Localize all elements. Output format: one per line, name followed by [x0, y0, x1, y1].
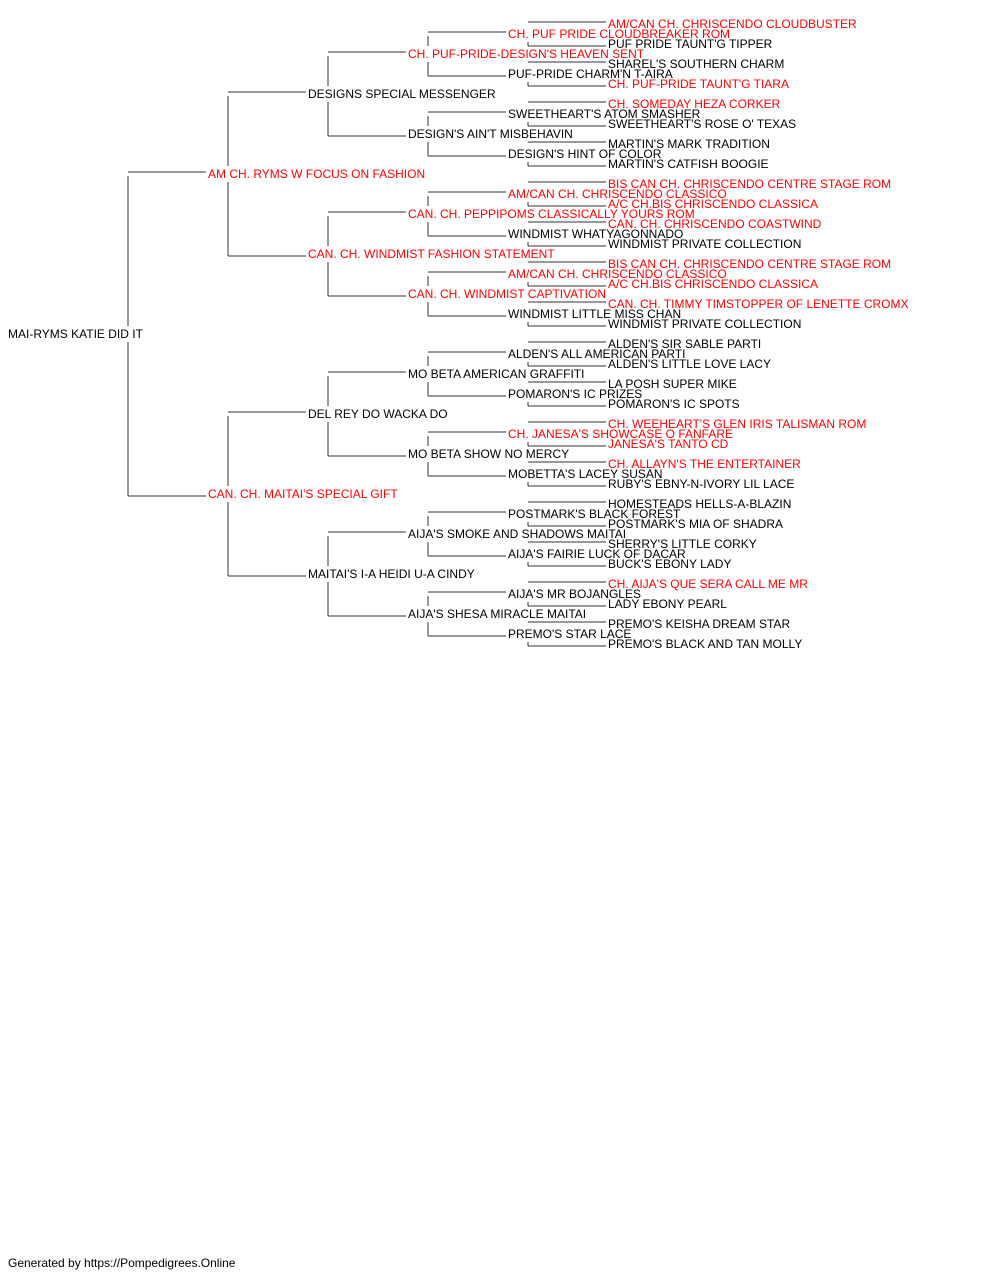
ancestor-name: AM CH. RYMS W FOCUS ON FASHION [208, 167, 425, 181]
ancestor-name: DESIGN'S AIN'T MISBEHAVIN [408, 127, 573, 141]
ancestor-name: DESIGN'S HINT OF COLOR [508, 147, 662, 161]
ancestor-name: WINDMIST PRIVATE COLLECTION [608, 317, 801, 331]
ancestor-name: JANESA'S TANTO CD [608, 437, 729, 451]
footer-credit: Generated by https://Pompedigrees.Online [8, 1256, 236, 1270]
ancestor-name: CH. PUF-PRIDE TAUNT'G TIARA [608, 77, 789, 91]
ancestor-name: POSTMARK'S MIA OF SHADRA [608, 517, 783, 531]
ancestor-name: DEL REY DO WACKA DO [308, 407, 448, 421]
ancestor-name: BIS CAN CH. CHRISCENDO CENTRE STAGE ROM [608, 257, 891, 271]
ancestor-name: ALDEN'S LITTLE LOVE LACY [608, 357, 771, 371]
ancestor-name: CAN. CH. MAITAI'S SPECIAL GIFT [208, 487, 398, 501]
ancestor-name: CH. JANESA'S SHOWCASE O FANFARE [508, 427, 733, 441]
ancestor-name: PREMO'S STAR LACE [508, 627, 631, 641]
ancestor-name: CAN. CH. CHRISCENDO COASTWIND [608, 217, 822, 231]
ancestor-name: AM/CAN CH. CHRISCENDO CLASSICO [508, 267, 727, 281]
ancestor-name: PREMO'S KEISHA DREAM STAR [608, 617, 790, 631]
ancestor-name: AM/CAN CH. CHRISCENDO CLASSICO [508, 187, 727, 201]
ancestor-name: ALDEN'S ALL AMERICAN PARTI [508, 347, 685, 361]
ancestor-name: CH. PUF-PRIDE-DESIGN'S HEAVEN SENT [408, 47, 645, 61]
ancestor-name: LADY EBONY PEARL [608, 597, 727, 611]
ancestor-name: A/C CH.BIS CHRISCENDO CLASSICA [608, 197, 818, 211]
ancestor-name: SWEETHEART'S ROSE O' TEXAS [608, 117, 796, 131]
ancestor-name: CAN. CH. PEPPIPOMS CLASSICALLY YOURS ROM [408, 207, 695, 221]
ancestor-name: CH. PUF PRIDE CLOUDBREAKER ROM [508, 27, 730, 41]
ancestor-name: A/C CH.BIS CHRISCENDO CLASSICA [608, 277, 818, 291]
ancestor-name: HOMESTEADS HELLS-A-BLAZIN [608, 497, 791, 511]
ancestor-name: PUF PRIDE TAUNT'G TIPPER [608, 37, 773, 51]
ancestor-name: CH. WEEHEART'S GLEN IRIS TALISMAN ROM [608, 417, 866, 431]
ancestor-name: SHAREL'S SOUTHERN CHARM [608, 57, 784, 71]
ancestor-name: WINDMIST PRIVATE COLLECTION [608, 237, 801, 251]
ancestor-name: CAN. CH. WINDMIST FASHION STATEMENT [308, 247, 555, 261]
ancestor-name: AIJA'S SHESA MIRACLE MAITAI [408, 607, 586, 621]
ancestor-name: MO BETA AMERICAN GRAFFITI [408, 367, 584, 381]
ancestor-name: POMARON'S IC SPOTS [608, 397, 740, 411]
ancestor-name: PREMO'S BLACK AND TAN MOLLY [608, 637, 802, 651]
ancestor-name: DESIGNS SPECIAL MESSENGER [308, 87, 496, 101]
ancestor-name: CH. SOMEDAY HEZA CORKER [608, 97, 781, 111]
ancestor-name: CH. AIJA'S QUE SERA CALL ME MR [608, 577, 808, 591]
ancestor-name: AIJA'S FAIRIE LUCK OF DACAR [508, 547, 686, 561]
ancestor-name: PUF-PRIDE CHARM'N T-AIRA [508, 67, 673, 81]
ancestor-name: MARTIN'S MARK TRADITION [608, 137, 770, 151]
ancestor-name: POMARON'S IC PRIZES [508, 387, 642, 401]
ancestor-name: CH. ALLAYN'S THE ENTERTAINER [608, 457, 801, 471]
ancestor-name: SWEETHEART'S ATOM SMASHER [508, 107, 701, 121]
ancestor-name: ALDEN'S SIR SABLE PARTI [608, 337, 761, 351]
ancestor-name: BIS CAN CH. CHRISCENDO CENTRE STAGE ROM [608, 177, 891, 191]
ancestor-name: POSTMARK'S BLACK FOREST [508, 507, 681, 521]
ancestor-name: SHERRY'S LITTLE CORKY [608, 537, 757, 551]
ancestor-name: MAITAI'S I-A HEIDI U-A CINDY [308, 567, 475, 581]
ancestor-name: RUBY'S EBNY-N-IVORY LIL LACE [608, 477, 794, 491]
ancestor-name: LA POSH SUPER MIKE [608, 377, 737, 391]
subject-name: MAI-RYMS KATIE DID IT [8, 327, 144, 341]
ancestor-name: BUCK'S EBONY LADY [608, 557, 731, 571]
ancestor-name: CAN. CH. WINDMIST CAPTIVATION [408, 287, 606, 301]
ancestor-name: MOBETTA'S LACEY SUSAN [508, 467, 663, 481]
ancestor-name: AM/CAN CH. CHRISCENDO CLOUDBUSTER [608, 17, 857, 31]
ancestor-name: WINDMIST WHATYAGONNADO [508, 227, 683, 241]
ancestor-name: CAN. CH. TIMMY TIMSTOPPER OF LENETTE CRO… [608, 297, 908, 311]
ancestor-name: MO BETA SHOW NO MERCY [408, 447, 569, 461]
ancestor-name: AIJA'S SMOKE AND SHADOWS MAITAI [408, 527, 626, 541]
ancestor-name: MARTIN'S CATFISH BOOGIE [608, 157, 769, 171]
ancestor-name: WINDMIST LITTLE MISS CHAN [508, 307, 681, 321]
ancestor-name: AIJA'S MR BOJANGLES [508, 587, 641, 601]
